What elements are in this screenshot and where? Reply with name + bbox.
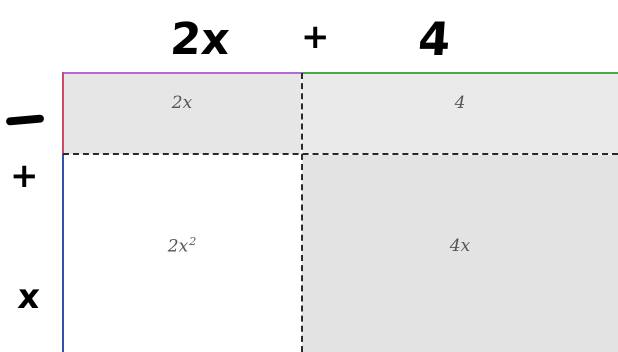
horizontal-dashed-divider [63, 153, 618, 155]
cell-bottom-right: 4x [302, 155, 618, 352]
top-factor-operator: + [301, 17, 330, 57]
side-factor-plus-sign: + [10, 156, 39, 196]
cell-bottom-left: 2x2 [63, 155, 301, 352]
side-factor-term: x [16, 277, 42, 317]
cell-bottom-left-base: 2x [167, 236, 189, 257]
side-factor-minus-sign [5, 114, 45, 126]
left-border-top-segment [62, 72, 64, 154]
vertical-dashed-divider [301, 73, 303, 352]
top-border-left-segment [62, 72, 302, 74]
cell-top-right-value: 4 [454, 93, 466, 113]
top-factor-term-2: 4 [416, 12, 453, 66]
cell-top-right: 4 [302, 73, 618, 154]
cell-bottom-left-value: 2x2 [168, 235, 196, 257]
cell-bottom-left-exponent: 2 [189, 234, 197, 248]
cell-top-left-value: 2x [171, 93, 193, 113]
left-border-bottom-segment [62, 154, 64, 352]
cell-top-left: 2x [63, 73, 301, 154]
top-factor-term-1: 2x [168, 14, 232, 65]
top-border-right-segment [302, 72, 618, 74]
cell-bottom-right-value: 4x [449, 235, 471, 256]
